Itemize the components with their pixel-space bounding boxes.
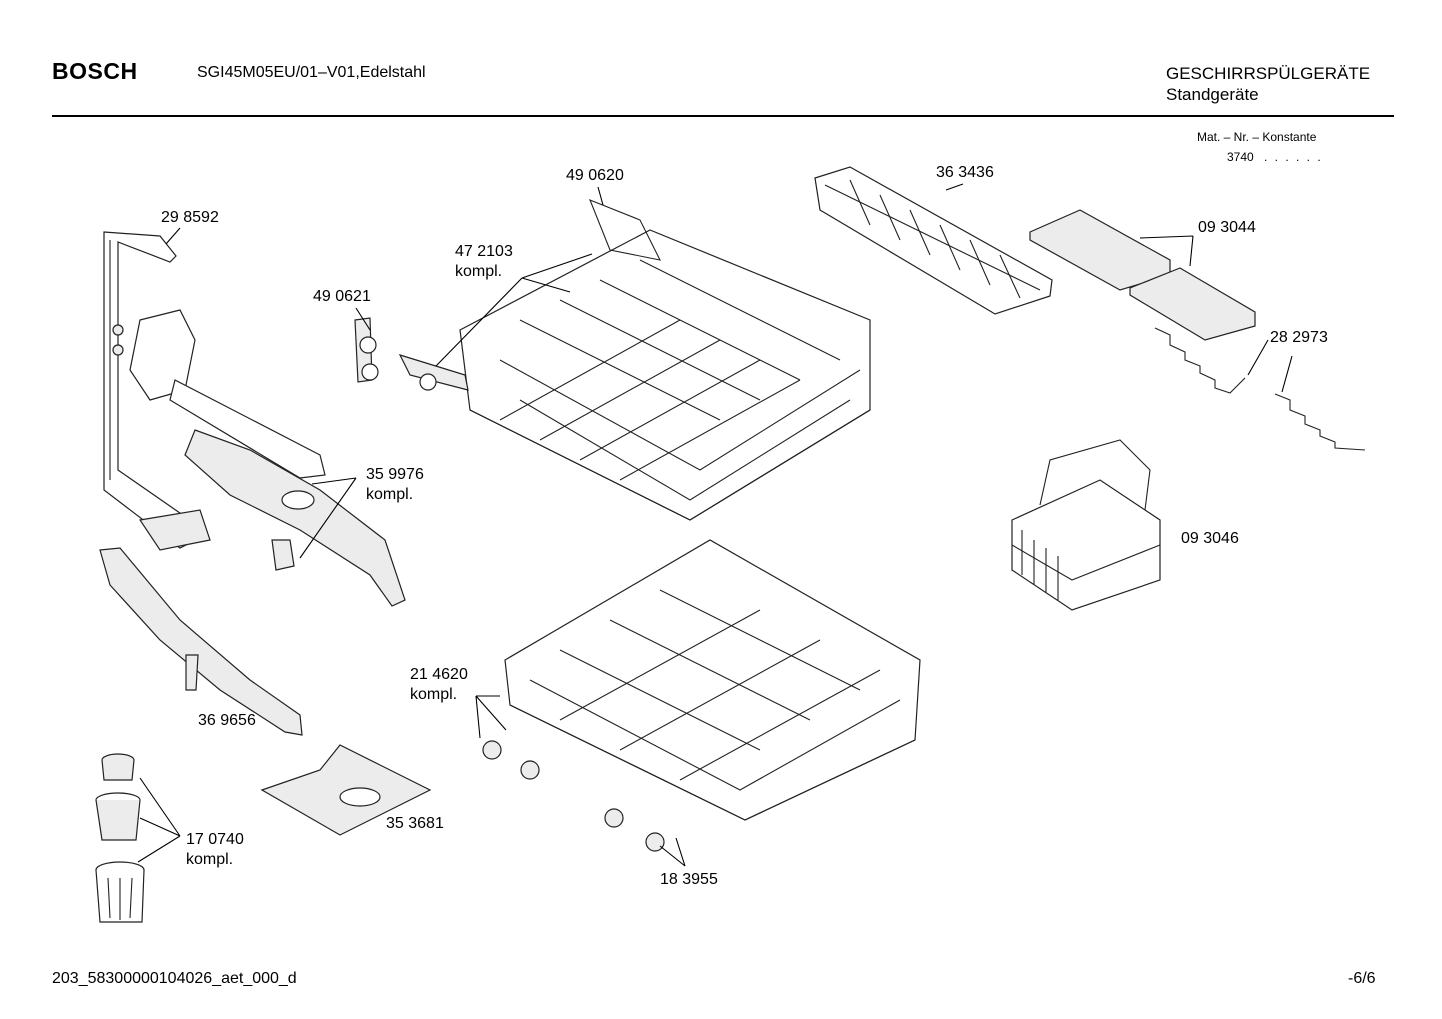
header-rule [52, 115, 1394, 117]
supply-pipe-drawing [103, 231, 211, 551]
part-label-490620: 49 0620 [566, 167, 624, 184]
mat-dots: . . . . . . [1264, 150, 1323, 164]
part-label-369656: 36 9656 [198, 712, 256, 729]
basket-roller-drawing [354, 317, 469, 391]
model-title: SGI45M05EU/01–V01,Edelstahl [197, 64, 426, 81]
cutlery-rack-drawing [814, 166, 1053, 315]
filter-plate-drawing [260, 744, 432, 836]
clip-strips-drawing [1154, 327, 1366, 451]
cup-shelves-drawing [1029, 209, 1256, 341]
category-title: GESCHIRRSPÜLGERÄTE [1166, 64, 1371, 83]
mat-value: 3740 [1227, 150, 1254, 164]
part-label-353681: 35 3681 [386, 815, 444, 832]
brand-logo: BOSCH [52, 58, 138, 84]
subcategory-title: Standgeräte [1166, 85, 1259, 104]
lower-spray-arm-drawing [99, 547, 303, 736]
wheels-drawing [482, 740, 665, 852]
part-label-183955: 18 3955 [660, 871, 718, 888]
document-id: 203_58300000104026_aet_000_d [52, 970, 297, 987]
part-label-490621: 49 0621 [313, 288, 371, 305]
page-number: -6/6 [1348, 970, 1376, 987]
part-label-298592: 29 8592 [161, 209, 219, 226]
leader-lines [137, 183, 1293, 867]
mat-label: Mat. – Nr. – Konstante [1197, 130, 1317, 144]
part-label-093046: 09 3046 [1181, 530, 1239, 547]
part-label-093044: 09 3044 [1198, 219, 1256, 236]
lower-basket-drawing [504, 539, 921, 821]
part-label-363436: 36 3436 [936, 164, 994, 181]
cutlery-basket-drawing [1011, 439, 1161, 611]
upper-spray-arm-drawing [129, 309, 406, 607]
filter-drawing [95, 753, 145, 923]
upper-basket-drawing [459, 199, 871, 521]
part-label-282973: 28 2973 [1270, 329, 1328, 346]
